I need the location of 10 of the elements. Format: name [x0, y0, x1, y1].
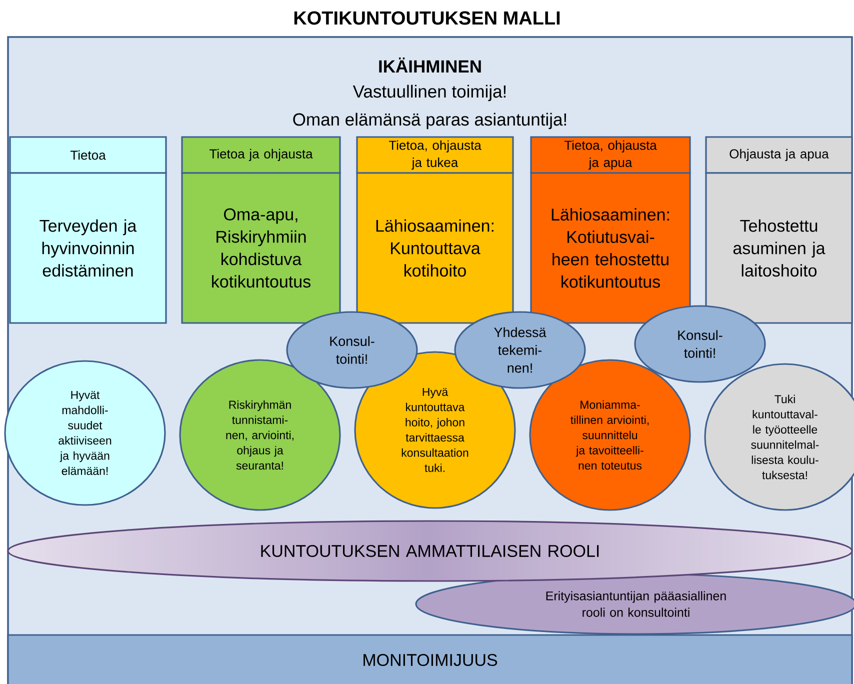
title: KOTIKUNTOUTUKSEN MALLI — [294, 11, 560, 25]
column-header-box: Ohjausta ja apua — [705, 136, 853, 174]
heading-text: Vastuullinen toimija! — [352, 84, 506, 102]
column-header-box: Tietoa ja ohjausta — [181, 136, 341, 174]
heading-text: Oman elämänsä paras asiantuntija! — [293, 112, 566, 130]
column-header-box: Tietoa, ohjausta ja tukea — [356, 136, 514, 174]
column-header-box: Tietoa — [9, 136, 167, 174]
column-header-box: Tietoa, ohjausta ja apua — [530, 136, 691, 174]
band: MONITOIMIJUUS — [7, 634, 853, 684]
heading-text: IKÄIHMINEN — [379, 58, 481, 72]
